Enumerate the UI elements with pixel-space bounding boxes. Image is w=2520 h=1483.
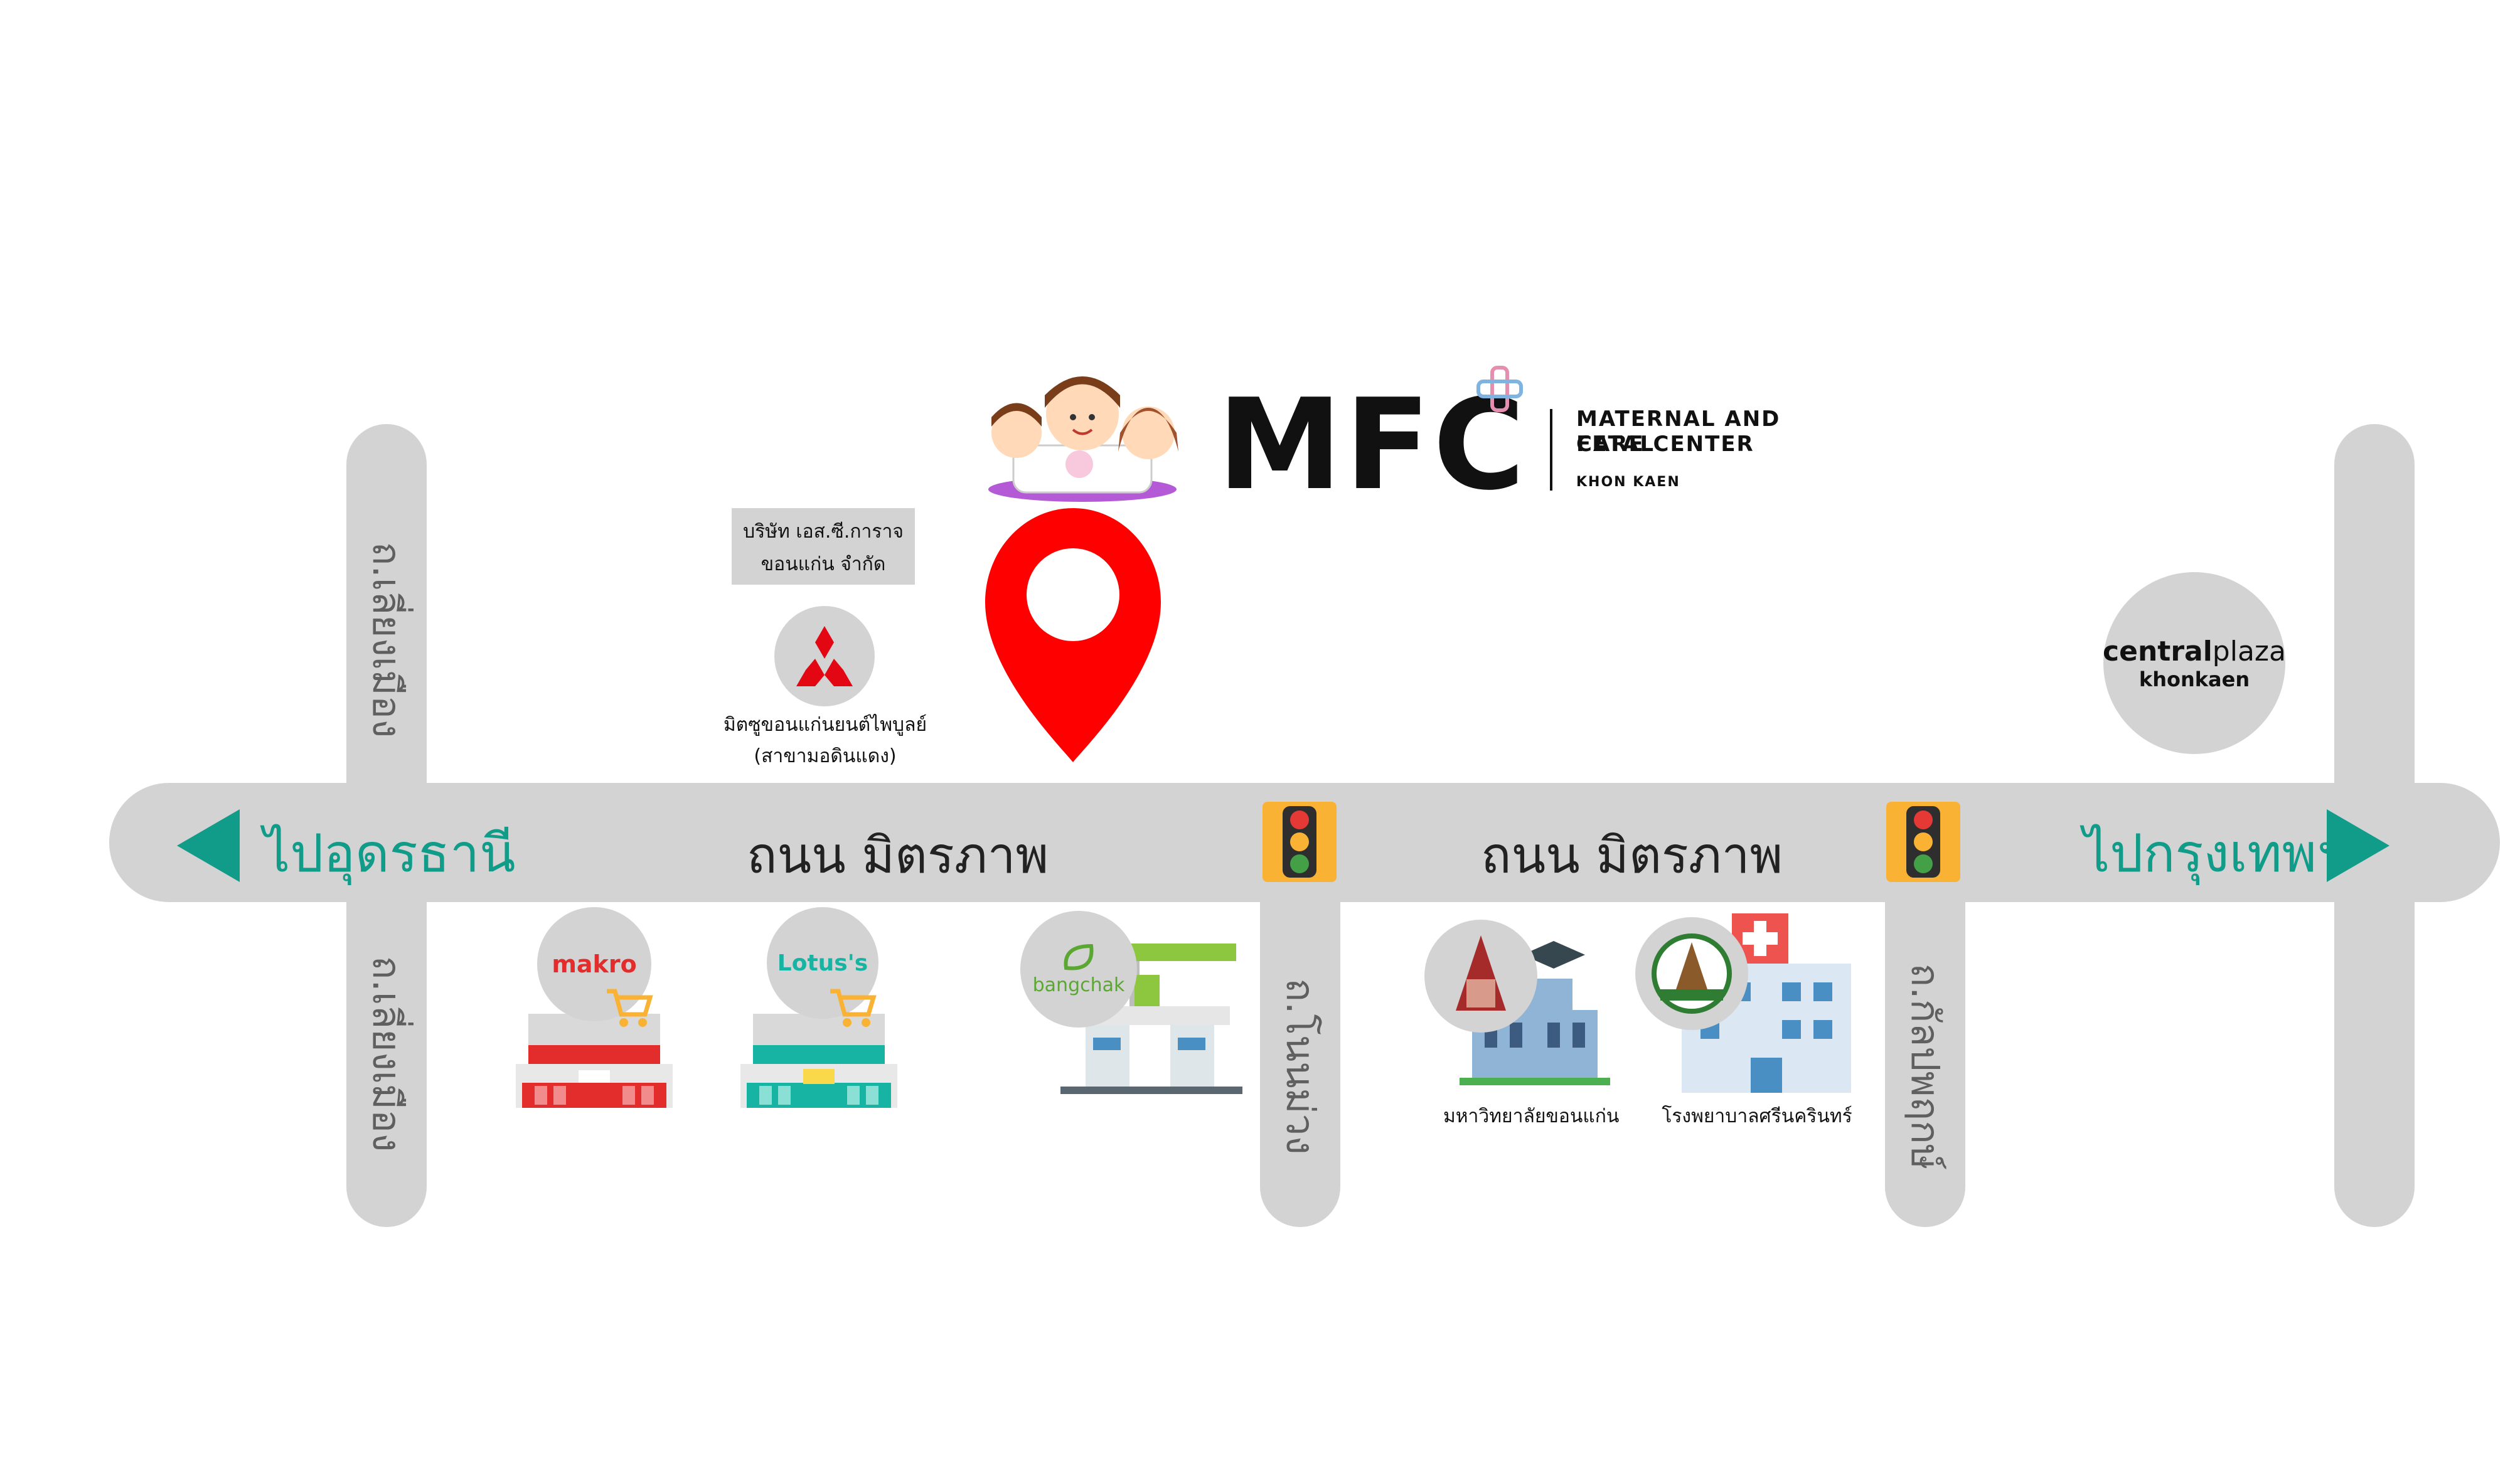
makro-store-icon	[516, 1014, 673, 1108]
central-plaza-logo: centralplaza khonkaen	[2103, 572, 2286, 754]
location-pin-icon	[985, 508, 1161, 762]
road-soi-1-bottom	[346, 878, 427, 1227]
arrow-right-icon	[2327, 809, 2389, 882]
bangchak-wordmark: bangchak	[1032, 974, 1125, 996]
direction-bangkok: ไปกรุงเทพฯ	[2083, 822, 2347, 884]
road-label-soi1-top: ถ.เลี่ยงเมือง	[364, 541, 410, 738]
brand-name: MFC	[1217, 372, 1528, 518]
traffic-light-icon	[1886, 802, 1960, 882]
bangchak-logo: bangchak	[1020, 911, 1137, 1028]
logo-line1: MATERNAL AND FETAL	[1576, 407, 1781, 457]
lotus-logo: Lotus's	[767, 907, 878, 1019]
plaza-word: plaza	[2212, 635, 2286, 667]
mitsubishi-label-line1: มิตซูขอนแก่นยนต์ไพบูลย์	[723, 714, 927, 736]
company-label-box	[732, 508, 915, 585]
logo-line2: CARE CENTER	[1576, 432, 1754, 457]
university-label: มหาวิทยาลัยขอนแก่น	[1443, 1105, 1620, 1127]
kku-seal-icon	[1456, 935, 1506, 1011]
company-label-line2: ขอนแก่น จำกัด	[761, 553, 886, 575]
lotus-wordmark: Lotus's	[777, 950, 868, 976]
road-label-soi1-bottom: ถ.เลี่ยงเมือง	[364, 955, 410, 1152]
road-label-soi3: ถ.กัลปพฤกษ์	[1903, 963, 1948, 1170]
lotus-store-icon	[740, 1014, 897, 1108]
srinagarind-seal	[1635, 917, 1748, 1030]
makro-wordmark: makro	[552, 950, 637, 978]
road-label-mittraphap-left: ถนน มิตรภาพ	[747, 826, 1049, 885]
arrow-left-icon	[177, 809, 240, 882]
shopping-cart-icon	[830, 989, 877, 1027]
bangchak-leaf-icon	[1064, 943, 1094, 970]
traffic-light-icon	[1263, 802, 1337, 882]
mitsubishi-label-line2: (สาขามอดินแดง)	[754, 745, 897, 767]
hospital-label: โรงพยาบาลศรีนครินทร์	[1662, 1105, 1852, 1127]
mitsubishi-diamonds-icon	[796, 626, 853, 686]
central-plaza-city: khonkaen	[2138, 667, 2250, 691]
cross-logo-icon	[1476, 366, 1523, 412]
road-label-soi2: ถ.โนนม่วง	[1278, 978, 1323, 1155]
direction-udon: ไปอุดรธานี	[264, 822, 516, 884]
shopping-cart-icon	[607, 989, 653, 1027]
road-soi-2	[1260, 878, 1340, 1227]
central-plaza-wordmark: centralplaza	[2103, 635, 2286, 667]
kku-seal	[1424, 920, 1537, 1033]
mitsubishi-logo	[774, 606, 875, 706]
central-word: central	[2103, 635, 2213, 667]
logo-line3: KHON KAEN	[1576, 474, 1680, 490]
logo-divider	[1550, 409, 1552, 491]
mfc-logo: MFC MATERNAL AND FETAL CARE CENTER KHON …	[979, 364, 1857, 514]
company-label-line1: บริษัท เอส.ซี.การาจ	[743, 521, 904, 543]
road-soi-1-top	[346, 424, 427, 788]
road-label-mittraphap-right: ถนน มิตรภาพ	[1481, 826, 1783, 885]
makro-logo: makro	[537, 907, 651, 1021]
road-soi-3	[1885, 878, 1965, 1227]
srinagarind-seal-icon	[1652, 933, 1732, 1014]
family-cartoon-icon	[988, 376, 1178, 502]
